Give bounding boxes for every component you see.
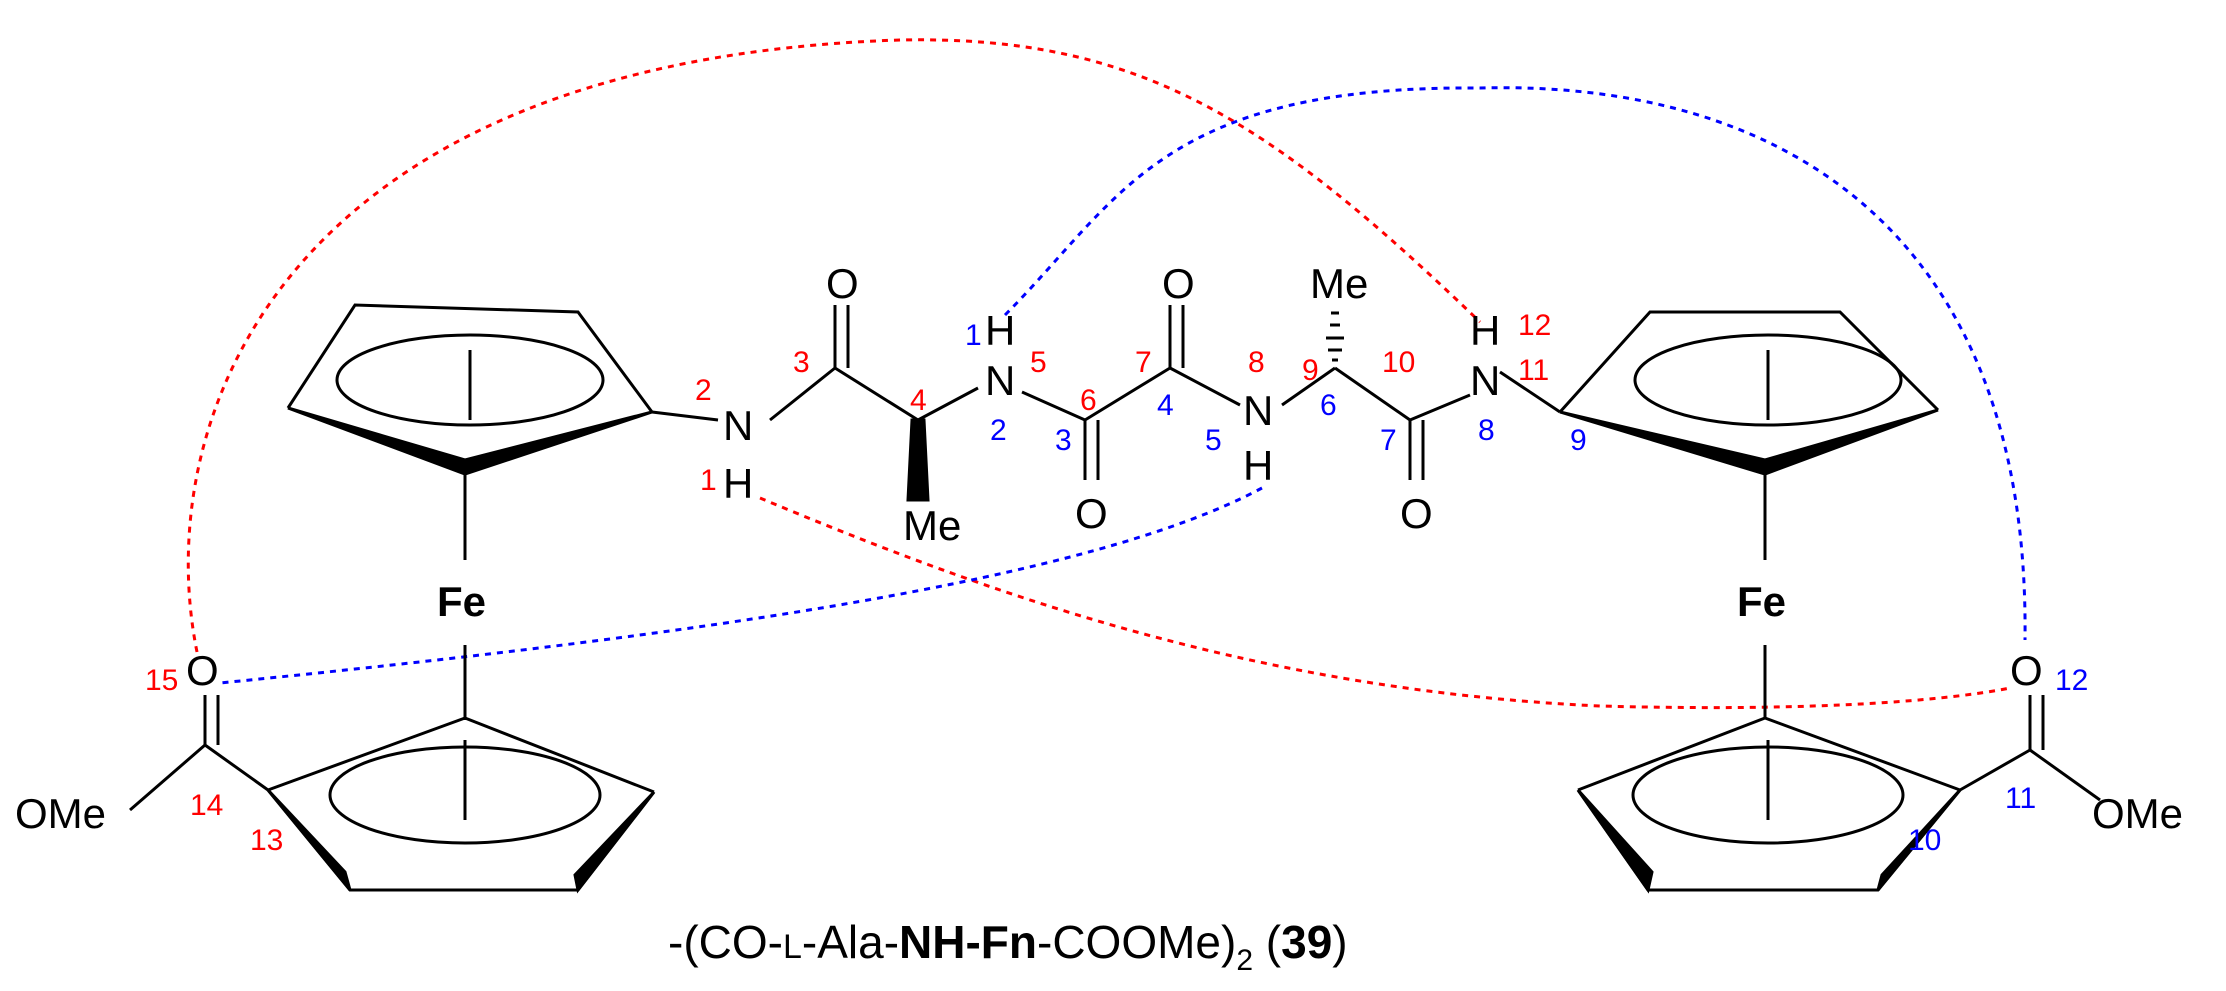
red-num-4: 4 bbox=[910, 384, 927, 417]
o-c3-label: O bbox=[826, 260, 859, 307]
blue-num-12: 12 bbox=[2055, 664, 2088, 697]
red-num-8: 8 bbox=[1248, 346, 1265, 379]
left-cp-top-ring bbox=[286, 303, 654, 413]
blue-num-9: 9 bbox=[1570, 424, 1587, 457]
o-right-ester-label: O bbox=[2010, 647, 2043, 694]
caption-subscript: 2 bbox=[1236, 944, 1253, 977]
caption-prefix: -(CO- bbox=[668, 916, 783, 968]
nh-right-h: H bbox=[1470, 307, 1500, 354]
compound-caption: -(CO-L-Ala-NH-Fn-COOMe)2 (39) bbox=[668, 916, 1348, 977]
blue-num-10: 10 bbox=[1908, 824, 1941, 857]
red-num-14: 14 bbox=[190, 789, 223, 822]
red-arc-bottom bbox=[759, 496, 2011, 710]
red-num-11: 11 bbox=[1518, 354, 1549, 387]
red-num-12: 12 bbox=[1518, 309, 1551, 342]
blue-num-6: 6 bbox=[1320, 389, 1337, 422]
nh-c8-h: H bbox=[1243, 442, 1273, 489]
blue-numbering: 1 2 3 4 5 6 7 8 9 10 11 12 bbox=[965, 319, 2088, 857]
hashed-wedge-me bbox=[1326, 311, 1344, 362]
red-num-1: 1 bbox=[700, 464, 717, 497]
red-num-6: 6 bbox=[1080, 384, 1097, 417]
nh-c8-n: N bbox=[1243, 387, 1273, 434]
ala-left-wedge bbox=[906, 418, 930, 502]
nh-c4-n: N bbox=[985, 357, 1015, 404]
red-num-7: 7 bbox=[1135, 346, 1152, 379]
red-num-10: 10 bbox=[1382, 346, 1415, 379]
right-cp-top-wedge bbox=[1559, 408, 1939, 476]
blue-num-7: 7 bbox=[1380, 424, 1397, 457]
blue-arc-bottom bbox=[219, 486, 1263, 685]
left-ferrocene bbox=[129, 303, 656, 894]
caption-close: ) bbox=[1332, 916, 1347, 968]
red-numbering: 1 2 3 4 5 6 7 8 9 10 11 12 13 14 15 bbox=[145, 309, 1551, 857]
red-num-2: 2 bbox=[695, 374, 712, 407]
ome-left-label: OMe bbox=[15, 790, 106, 837]
red-num-5: 5 bbox=[1030, 346, 1047, 379]
blue-num-1: 1 bbox=[965, 319, 982, 352]
o-c6-label: O bbox=[1075, 490, 1108, 537]
red-num-9: 9 bbox=[1302, 354, 1319, 387]
me-c9-label: Me bbox=[1310, 260, 1368, 307]
nh-right-n: N bbox=[1470, 357, 1500, 404]
blue-num-2: 2 bbox=[990, 414, 1007, 447]
left-chain bbox=[651, 305, 1561, 502]
nh-left-h: H bbox=[723, 460, 753, 507]
hbond-arcs bbox=[186, 38, 2027, 710]
caption-suffix: -COOMe) bbox=[1037, 916, 1236, 968]
nh-c4-h: H bbox=[985, 307, 1015, 354]
red-num-3: 3 bbox=[793, 346, 810, 379]
caption-ala: -Ala- bbox=[802, 916, 899, 968]
o-left-ester-label: O bbox=[186, 647, 219, 694]
blue-num-8: 8 bbox=[1478, 414, 1495, 447]
red-num-13: 13 bbox=[250, 824, 283, 857]
caption-nh: NH bbox=[899, 916, 965, 968]
right-cp-top-ellipse bbox=[1633, 333, 1903, 427]
fe-right-label: Fe bbox=[1737, 578, 1786, 625]
o-c10-label: O bbox=[1400, 490, 1433, 537]
blue-num-4: 4 bbox=[1157, 389, 1174, 422]
fe-left-label: Fe bbox=[437, 578, 486, 625]
caption-space-paren: ( bbox=[1253, 916, 1282, 968]
o-c7-label: O bbox=[1162, 260, 1195, 307]
caption-fn: Fn bbox=[981, 916, 1037, 968]
caption-stereo: L bbox=[783, 928, 802, 966]
left-cp-top-ellipse bbox=[335, 333, 605, 427]
blue-num-5: 5 bbox=[1205, 424, 1222, 457]
right-cp-top-ring bbox=[1558, 310, 1940, 414]
me-c4-label: Me bbox=[903, 502, 961, 549]
nh-left-n: N bbox=[723, 402, 753, 449]
caption-compound-number: 39 bbox=[1281, 916, 1332, 968]
blue-arc-top bbox=[1003, 86, 2027, 641]
red-num-15: 15 bbox=[145, 664, 178, 697]
caption-dash: - bbox=[965, 916, 980, 968]
right-ferrocene bbox=[1558, 310, 2101, 894]
blue-num-3: 3 bbox=[1055, 424, 1072, 457]
red-arc-top bbox=[186, 38, 1482, 653]
blue-num-11: 11 bbox=[2005, 782, 2036, 815]
ome-right-label: OMe bbox=[2092, 790, 2183, 837]
right-cp-bottom-wedge bbox=[1576, 788, 1654, 894]
left-cp-bottom-wedge bbox=[266, 788, 352, 891]
